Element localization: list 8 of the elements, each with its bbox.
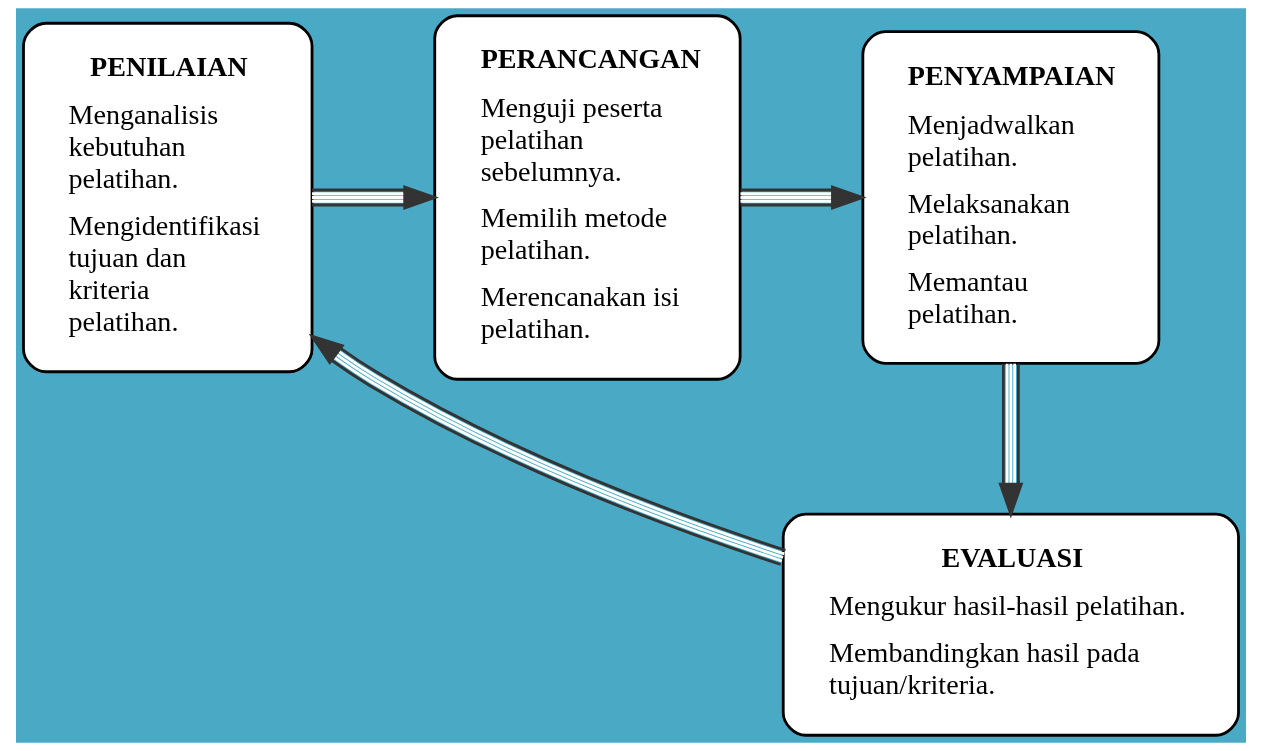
arrow xyxy=(311,185,439,210)
arrow xyxy=(739,185,867,210)
node-box: EVALUASI Mengukur hasil-hasil pelatihan. Membandingkan hasil pada tujuan/kriteria. xyxy=(781,512,1240,737)
node-box: PENYAMPAIAN Menjadwalkan pelatihan. Melaksanakan pelatihan. Memantau pelatihan. xyxy=(860,30,1160,365)
arrow xyxy=(997,363,1023,519)
node-box: PERANCANGAN Menguji peserta pelatihan sebelumnya. Memilih metode pelatihan. Merencanakan isi pelatihan. xyxy=(432,14,742,381)
node-box: PENILAIAN Menganalisis kebutuhan pelatihan. Mengidentifikasi tujuan dan kriteria pelatihan. xyxy=(21,21,313,374)
arrow xyxy=(308,333,786,566)
